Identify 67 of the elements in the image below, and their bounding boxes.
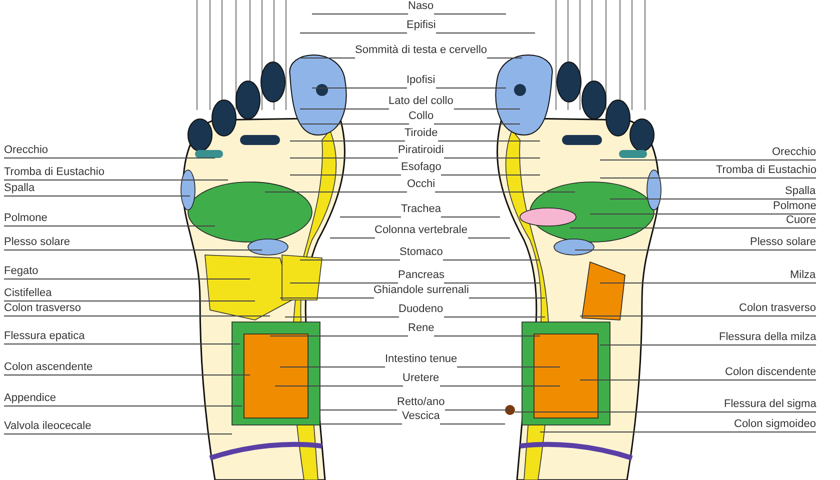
organ-label: Polmone <box>773 200 816 213</box>
leader-line <box>290 174 402 176</box>
organ-label: Lato del collo <box>388 95 454 108</box>
organ-label: Piratiroidi <box>398 144 444 157</box>
organ-label: Plesso solare <box>4 236 70 249</box>
organ-label: Colon discendente <box>725 366 816 379</box>
organ-label: Tromba di Eustachio <box>716 164 816 177</box>
leader-line <box>440 216 500 218</box>
leader-line <box>280 366 386 368</box>
organ-label: Flessura epatica <box>4 330 85 343</box>
organ-label: Epifisi <box>406 19 436 32</box>
leader-line <box>4 300 256 302</box>
leader-line <box>444 316 546 318</box>
organ-label: Uretere <box>402 372 440 385</box>
organ-label: Orecchio <box>772 146 816 159</box>
leader-line <box>436 32 536 34</box>
leader-line <box>456 366 560 368</box>
organ-label: Colon trasverso <box>4 302 82 315</box>
leader-line <box>444 282 540 284</box>
organ-label: Polmone <box>4 212 48 225</box>
organ-label: Milza <box>790 269 816 282</box>
organ-label: Colonna vertebrale <box>374 224 468 237</box>
organ-label: Flessura della milza <box>719 331 816 344</box>
leader-line <box>290 140 406 142</box>
organ-label: Ghiandole surrenali <box>374 284 469 297</box>
leader-line <box>440 174 540 176</box>
organ-label: Spalla <box>4 182 35 195</box>
organ-label: Pancreas <box>398 269 444 282</box>
organ-label: Sommità di testa e cervello <box>355 44 488 57</box>
leader-line <box>610 198 816 200</box>
organ-label: Tromba di Eustachio <box>4 166 104 179</box>
leader-line <box>600 282 816 284</box>
organ-label: Retto/ano <box>397 396 445 409</box>
leader-line <box>438 140 540 142</box>
organ-label: Appendice <box>4 392 56 405</box>
organ-label: Collo <box>408 110 434 123</box>
organ-label: Duodeno <box>398 303 444 316</box>
leader-line <box>284 316 400 318</box>
organ-label: Vescica <box>402 410 440 423</box>
organ-label: Esofago <box>401 161 442 174</box>
organ-label: Colon ascendente <box>4 361 93 374</box>
organ-label: Intestino tenue <box>385 353 458 366</box>
leader-line <box>290 282 398 284</box>
organ-label: Rene <box>408 322 434 335</box>
organ-label: Colon sigmoideo <box>734 418 816 431</box>
leader-line <box>340 216 402 218</box>
leader-line <box>4 278 250 280</box>
organ-label: Stomaco <box>400 246 443 259</box>
organ-label: Valvola ileocecale <box>4 420 92 433</box>
leader-line <box>454 108 520 110</box>
organ-label: Flessura del sigma <box>724 398 816 411</box>
organ-label: Occhi <box>407 178 436 191</box>
organ-label: Cuore <box>786 214 816 227</box>
organ-label: Trachea <box>401 203 441 216</box>
leader-line <box>4 374 250 376</box>
leader-line <box>600 344 816 346</box>
organ-label: Cistifellea <box>4 287 52 300</box>
leader-line <box>300 32 408 34</box>
organ-label: Colon trasverso <box>739 302 816 315</box>
organ-label: Fegato <box>4 265 38 278</box>
organ-label: Orecchio <box>4 144 48 157</box>
leader-line <box>300 108 390 110</box>
organ-label: Tiroide <box>404 127 438 140</box>
organ-label: Ipofisi <box>406 74 436 87</box>
organ-label: Naso <box>408 0 434 13</box>
organ-label: Plesso solare <box>750 236 816 249</box>
organ-label: Spalla <box>785 185 816 198</box>
